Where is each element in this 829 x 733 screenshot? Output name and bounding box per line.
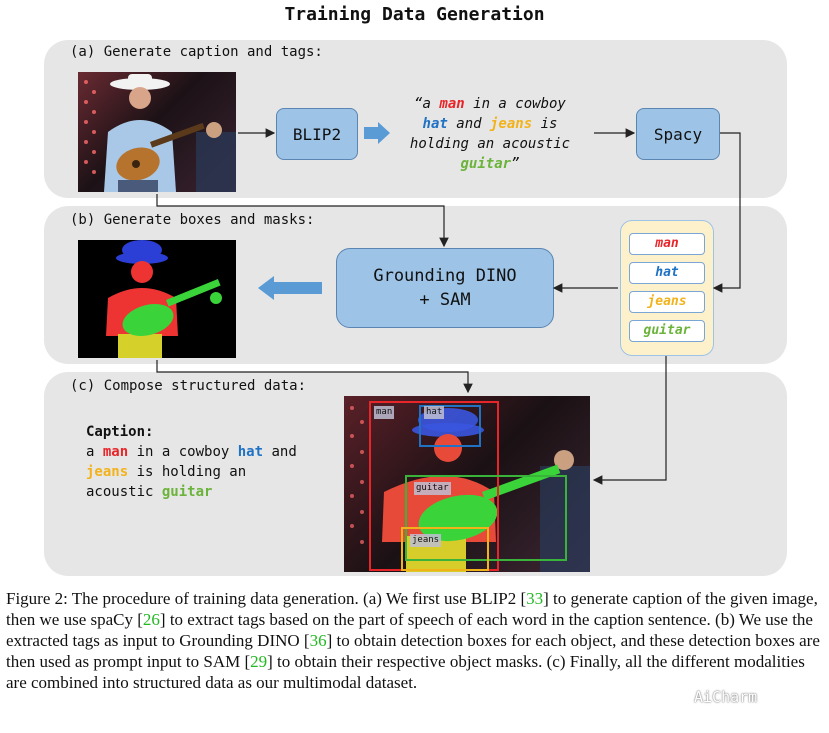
generated-caption: “a man in a cowboy hat and jeans is hold… bbox=[400, 94, 580, 174]
box-label-man: man bbox=[374, 406, 395, 419]
arrow-spacy-to-tags bbox=[712, 132, 741, 293]
caption-line-2: jeans is holding an bbox=[86, 462, 297, 482]
citation-link[interactable]: 29 bbox=[250, 652, 268, 671]
box-label-guitar: guitar bbox=[414, 482, 451, 495]
caption-text: ] to extract tags based on the part of s… bbox=[6, 610, 813, 650]
grounding-dino-sam-box: Grounding DINO + SAM bbox=[336, 248, 554, 328]
word-jeans: jeans bbox=[490, 116, 533, 132]
arrow-mask-to-composed bbox=[156, 360, 473, 394]
tag-man: man bbox=[629, 233, 705, 255]
tag-jeans: jeans bbox=[629, 291, 705, 313]
quote-text: and bbox=[447, 116, 490, 132]
tag-guitar: guitar bbox=[629, 320, 705, 342]
caption-text: a bbox=[86, 444, 103, 460]
quote-text: is holding an acoustic bbox=[409, 116, 571, 152]
sam-label: + SAM bbox=[419, 290, 471, 310]
mask-image bbox=[78, 240, 236, 358]
caption-text: is holding an bbox=[128, 464, 247, 480]
caption-text: ] to generate caption of the given image… bbox=[6, 589, 818, 629]
word-guitar: guitar bbox=[161, 484, 213, 500]
caption-text: Figure 2: The procedure of training data… bbox=[6, 589, 527, 608]
quote-text: in a cowboy bbox=[464, 96, 566, 112]
word-man: man bbox=[102, 444, 129, 460]
tag-list: man hat jeans guitar bbox=[620, 220, 714, 356]
caption-line-3: acoustic guitar bbox=[86, 482, 297, 502]
input-photo bbox=[78, 72, 236, 192]
citation-link[interactable]: 26 bbox=[142, 610, 160, 629]
arrow-tags-to-composed bbox=[592, 356, 667, 485]
composed-image: man hat guitar jeans bbox=[344, 396, 590, 572]
spacy-box: Spacy bbox=[636, 108, 720, 160]
arrow-grounding-to-mask bbox=[258, 276, 322, 300]
word-hat: hat bbox=[422, 116, 448, 132]
box-label-hat: hat bbox=[424, 406, 445, 419]
word-jeans: jeans bbox=[86, 464, 129, 480]
panel-c-label: (c) Compose structured data: bbox=[70, 378, 307, 394]
grounding-dino-label: Grounding DINO bbox=[373, 266, 517, 286]
citation-link[interactable]: 33 bbox=[526, 589, 544, 608]
composed-caption: Caption: a man in a cowboy hat and jeans… bbox=[86, 422, 297, 502]
figure-caption: Figure 2: The procedure of training data… bbox=[6, 588, 826, 693]
input-photo-illustration bbox=[84, 74, 236, 192]
watermark: AiCharm bbox=[694, 688, 758, 706]
caption-text: ] to obtain detection boxes for each obj… bbox=[6, 631, 820, 671]
caption-text: in a cowboy bbox=[128, 444, 238, 460]
quote-text: ” bbox=[511, 156, 520, 172]
word-hat: hat bbox=[237, 444, 264, 460]
tag-hat: hat bbox=[629, 262, 705, 284]
figure-title: Training Data Generation bbox=[284, 4, 545, 25]
composed-illustration bbox=[350, 401, 590, 572]
blip2-box: BLIP2 bbox=[276, 108, 358, 160]
panel-b-label: (b) Generate boxes and masks: bbox=[70, 212, 315, 228]
arrow-blip2-to-caption bbox=[364, 122, 390, 144]
word-man: man bbox=[439, 96, 465, 112]
caption-text: ] to obtain their respective object mask… bbox=[6, 652, 805, 692]
caption-line-1: a man in a cowboy hat and bbox=[86, 442, 297, 462]
arrow-image-to-grounding bbox=[156, 194, 449, 248]
caption-text: and bbox=[263, 444, 297, 460]
caption-heading: Caption: bbox=[86, 424, 154, 440]
box-label-jeans: jeans bbox=[410, 534, 442, 547]
mask-illustration bbox=[106, 240, 222, 358]
caption-text: acoustic bbox=[86, 484, 162, 500]
citation-link[interactable]: 36 bbox=[309, 631, 327, 650]
quote-text: “a bbox=[414, 96, 440, 112]
panel-a-label: (a) Generate caption and tags: bbox=[70, 44, 323, 60]
word-guitar: guitar bbox=[460, 156, 512, 172]
